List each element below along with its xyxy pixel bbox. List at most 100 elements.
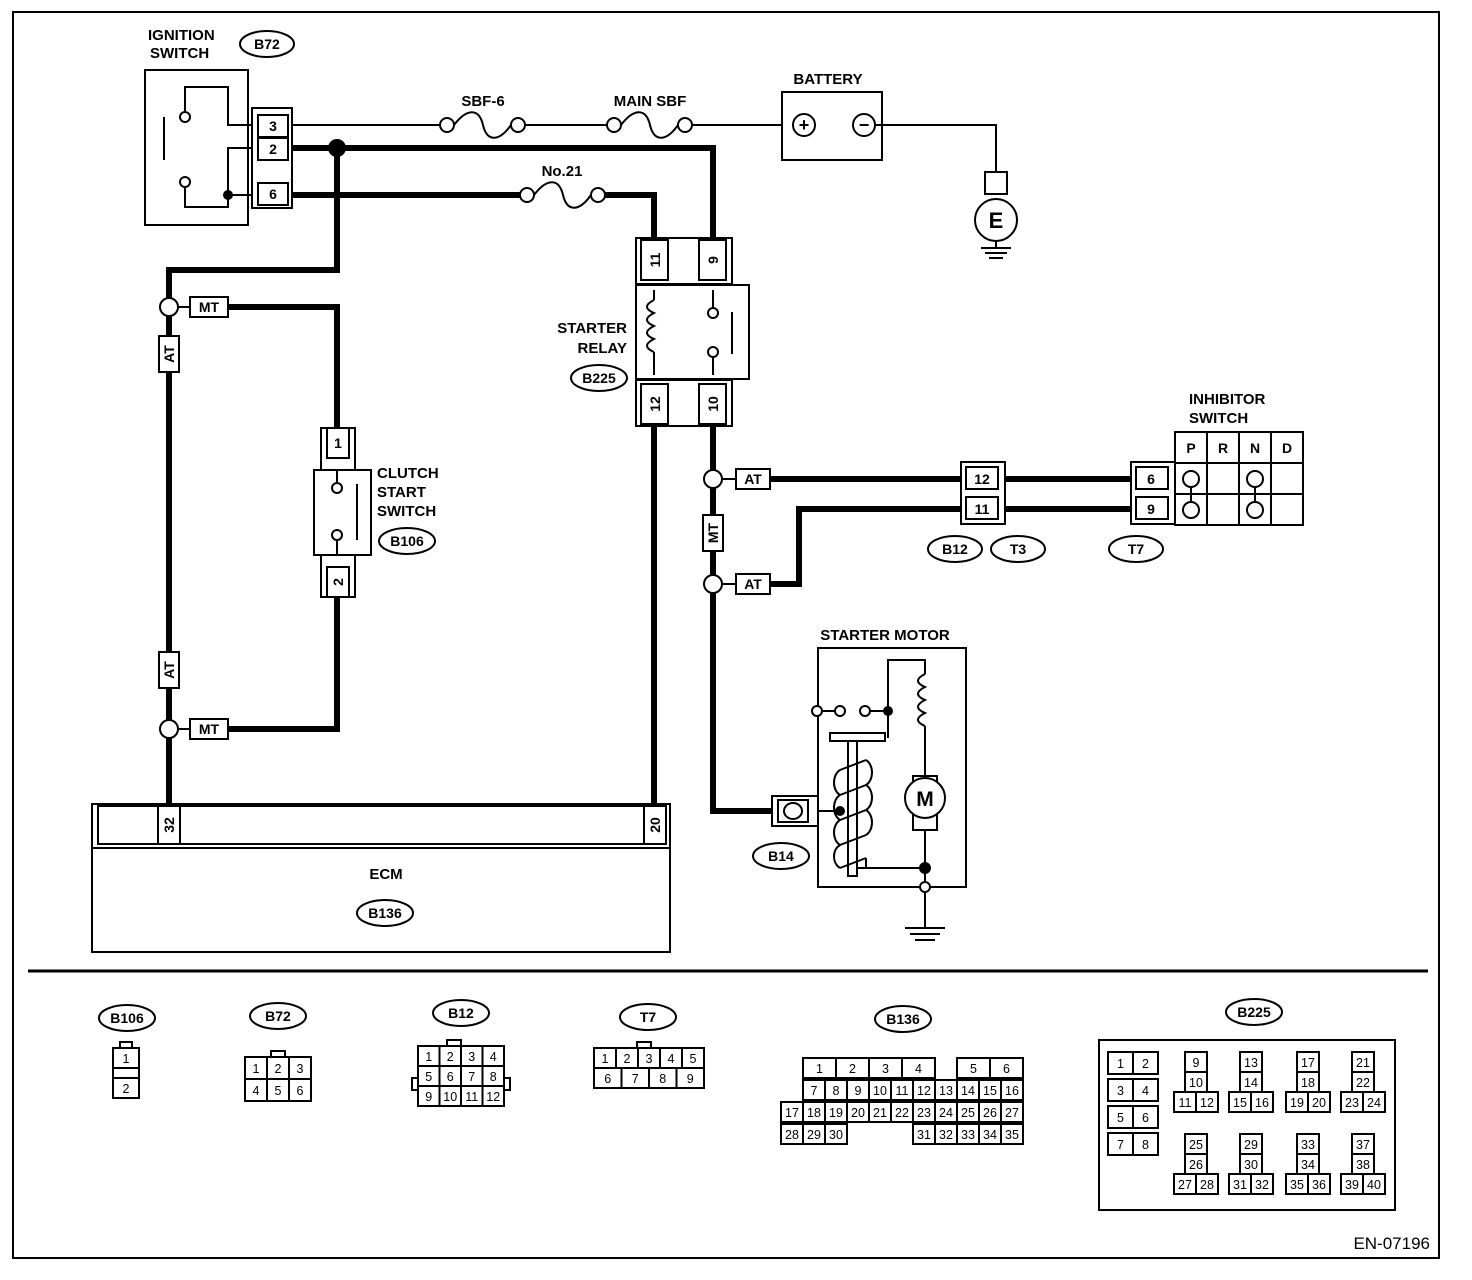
pin-number: 33 bbox=[961, 1128, 975, 1142]
pin-number: 22 bbox=[1356, 1076, 1370, 1090]
position-r: R bbox=[1218, 440, 1228, 456]
connector-cavity bbox=[675, 1067, 705, 1089]
pin-number: 25 bbox=[961, 1106, 975, 1120]
fuse-terminal bbox=[519, 187, 535, 203]
pin-number: 13 bbox=[939, 1084, 953, 1098]
pin-number: 34 bbox=[1301, 1158, 1315, 1172]
mt-label: MT bbox=[705, 522, 721, 543]
pin-number: 1 bbox=[123, 1052, 130, 1066]
inhibitor-branch: AT MT AT 12 11 B12 T3 6 9 T7 INHIBITOR S… bbox=[702, 391, 1304, 814]
pin-number: 6 bbox=[604, 1072, 611, 1086]
pin-number: 3 bbox=[297, 1062, 304, 1076]
pin-number: 30 bbox=[1244, 1158, 1258, 1172]
fuse-terminal bbox=[606, 117, 622, 133]
top-wiring: SBF-6 MAIN SBF BATTERY + − E No.21 bbox=[292, 71, 1018, 259]
connector-cavity bbox=[1307, 1091, 1331, 1113]
pin-number: 14 bbox=[961, 1084, 975, 1098]
footer-code: EN-07196 bbox=[1353, 1234, 1430, 1253]
pin-number: 24 bbox=[1367, 1096, 1381, 1110]
clutch-switch-label-2: START bbox=[377, 484, 426, 501]
pin-number: 5 bbox=[275, 1084, 282, 1098]
pin-number: 30 bbox=[829, 1128, 843, 1142]
pin-number: 17 bbox=[1301, 1056, 1315, 1070]
connector-id-oval bbox=[619, 1003, 677, 1031]
pin-number: 9 bbox=[855, 1084, 862, 1098]
ground-label: E bbox=[989, 208, 1004, 233]
pin-number: 28 bbox=[1200, 1178, 1214, 1192]
pin-number: 21 bbox=[873, 1106, 887, 1120]
pin-number: 9 bbox=[687, 1072, 694, 1086]
pin-number: 2 bbox=[1142, 1057, 1149, 1071]
pin-number: 8 bbox=[833, 1084, 840, 1098]
position-d: D bbox=[1282, 440, 1292, 456]
starter-relay-label-2: RELAY bbox=[578, 340, 627, 357]
pin-number: 12 bbox=[486, 1090, 500, 1104]
connector-cavity bbox=[1250, 1091, 1274, 1113]
pin-number: 2 bbox=[447, 1050, 454, 1064]
relay-pin: 11 bbox=[647, 252, 663, 267]
pin-number: 18 bbox=[1301, 1076, 1315, 1090]
starter-motor: STARTER MOTOR B14 M bbox=[752, 627, 967, 941]
clutch-connector-id: B106 bbox=[390, 533, 424, 549]
pin-number: 25 bbox=[1189, 1138, 1203, 1152]
pin-number: 10 bbox=[1189, 1076, 1203, 1090]
pin-number: 9 bbox=[1193, 1056, 1200, 1070]
connector-face-id: B106 bbox=[110, 1010, 144, 1026]
ignition-switch: IGNITION SWITCH B72 3 2 6 bbox=[144, 27, 295, 226]
connector-id-oval bbox=[249, 1002, 307, 1030]
pin-number: 10 bbox=[873, 1084, 887, 1098]
connector-cavity bbox=[1000, 1079, 1024, 1101]
clutch-pin: 2 bbox=[330, 578, 346, 586]
connector-cavity bbox=[288, 1078, 312, 1102]
pin-number: 1 bbox=[602, 1052, 609, 1066]
pin-number: 6 bbox=[1003, 1062, 1010, 1076]
ignition-switch-label-2: SWITCH bbox=[150, 45, 209, 62]
connector-id-oval bbox=[1225, 998, 1283, 1026]
pin-number: 8 bbox=[490, 1070, 497, 1084]
pin-number: 16 bbox=[1255, 1096, 1269, 1110]
pin-number: 5 bbox=[690, 1052, 697, 1066]
pin-number: 19 bbox=[829, 1106, 843, 1120]
pin-number: 32 bbox=[939, 1128, 953, 1142]
inhibitor-label-1: INHIBITOR bbox=[1189, 391, 1266, 408]
fuse-terminal bbox=[677, 117, 693, 133]
pin-number: 2 bbox=[123, 1082, 130, 1096]
mt-tag bbox=[702, 514, 724, 552]
connector-cavity bbox=[1000, 1101, 1024, 1123]
connector-face-id: B12 bbox=[448, 1005, 474, 1021]
pin-number: 12 bbox=[1200, 1096, 1214, 1110]
connector-cavity bbox=[1195, 1091, 1219, 1113]
t7-pin: 9 bbox=[1147, 501, 1155, 517]
connector-face-id: B72 bbox=[265, 1008, 291, 1024]
connector-cavity bbox=[1132, 1132, 1159, 1156]
at-label: AT bbox=[161, 345, 177, 363]
pin-number: 3 bbox=[646, 1052, 653, 1066]
pin-number: 18 bbox=[807, 1106, 821, 1120]
pin-number: 31 bbox=[1233, 1178, 1247, 1192]
b12-pin: 12 bbox=[974, 471, 990, 487]
b12-pin: 11 bbox=[975, 501, 990, 517]
pin-number: 4 bbox=[253, 1084, 260, 1098]
pin-number: 16 bbox=[1005, 1084, 1019, 1098]
at-label: AT bbox=[161, 661, 177, 679]
connector-cavity bbox=[1362, 1091, 1386, 1113]
pin-number: 7 bbox=[811, 1084, 818, 1098]
ecm: 32 20 ECM B136 bbox=[91, 803, 671, 953]
pin-number: 2 bbox=[624, 1052, 631, 1066]
clutch-switch-label-3: SWITCH bbox=[377, 503, 436, 520]
pin-number: 38 bbox=[1356, 1158, 1370, 1172]
pin-number: 3 bbox=[468, 1050, 475, 1064]
ign-connector-id: B72 bbox=[254, 36, 280, 52]
at-tag bbox=[158, 335, 180, 373]
pin-number: 7 bbox=[468, 1070, 475, 1084]
t7-pin: 6 bbox=[1147, 471, 1155, 487]
fuse-terminal bbox=[439, 117, 455, 133]
clutch-branch: MT AT AT MT 1 2 CLUTCH START SWITCH B106 bbox=[158, 148, 439, 806]
ign-pin: 2 bbox=[269, 141, 277, 157]
motor-symbol bbox=[904, 777, 946, 819]
pin-number: 27 bbox=[1005, 1106, 1019, 1120]
pin-number: 4 bbox=[490, 1050, 497, 1064]
pin-number: 23 bbox=[917, 1106, 931, 1120]
pin-number: 8 bbox=[659, 1072, 666, 1086]
pin-number: 6 bbox=[297, 1084, 304, 1098]
